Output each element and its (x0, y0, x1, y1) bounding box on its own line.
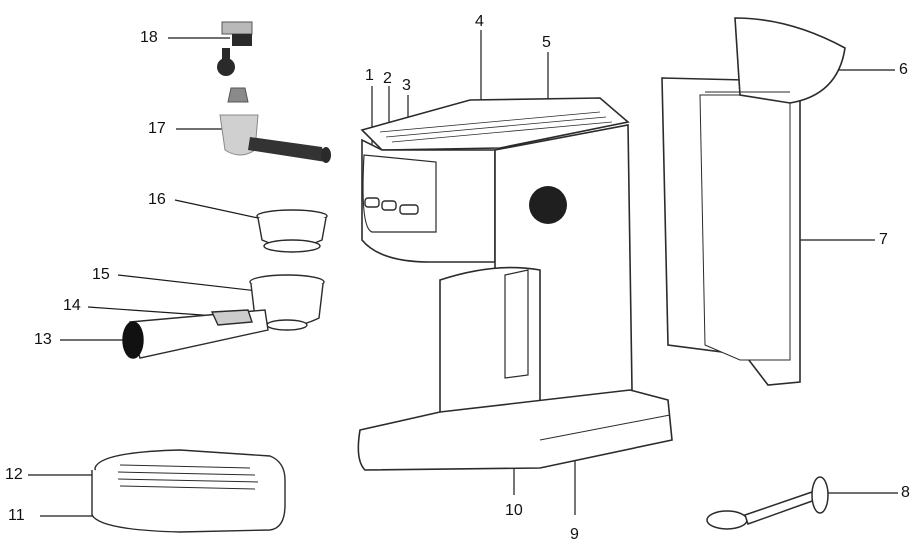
label-17: 17 (148, 120, 166, 137)
part-17-portafilter (219, 114, 331, 163)
part-16-filter-basket (256, 209, 328, 253)
label-18: 18 (140, 29, 158, 46)
label-1: 1 (365, 67, 374, 84)
label-2: 2 (383, 70, 392, 87)
label-11: 11 (8, 507, 25, 524)
label-16: 16 (148, 191, 166, 208)
leader-15 (117, 274, 276, 294)
part-13-15-portafilter-handle (122, 274, 325, 359)
label-3: 3 (402, 77, 411, 94)
label-6: 6 (899, 61, 908, 78)
label-15: 15 (92, 266, 110, 283)
part-11-12-drip-tray (91, 449, 286, 533)
part-6-7-water-tank (661, 17, 846, 386)
part-8-spoon-tamper (706, 476, 829, 530)
part-18-brew-head (217, 21, 253, 103)
label-4: 4 (475, 13, 484, 30)
label-8: 8 (901, 484, 910, 501)
label-10: 10 (505, 502, 523, 519)
button-3 (399, 204, 419, 215)
label-13: 13 (34, 331, 52, 348)
label-5: 5 (542, 34, 551, 51)
control-buttons (364, 197, 419, 215)
machine-body (357, 97, 673, 471)
label-7: 7 (879, 231, 888, 248)
label-14: 14 (63, 297, 81, 314)
label-12: 12 (5, 466, 23, 483)
button-2 (381, 200, 397, 211)
button-1 (364, 197, 380, 208)
label-9: 9 (570, 526, 579, 543)
steam-knob (529, 186, 567, 224)
